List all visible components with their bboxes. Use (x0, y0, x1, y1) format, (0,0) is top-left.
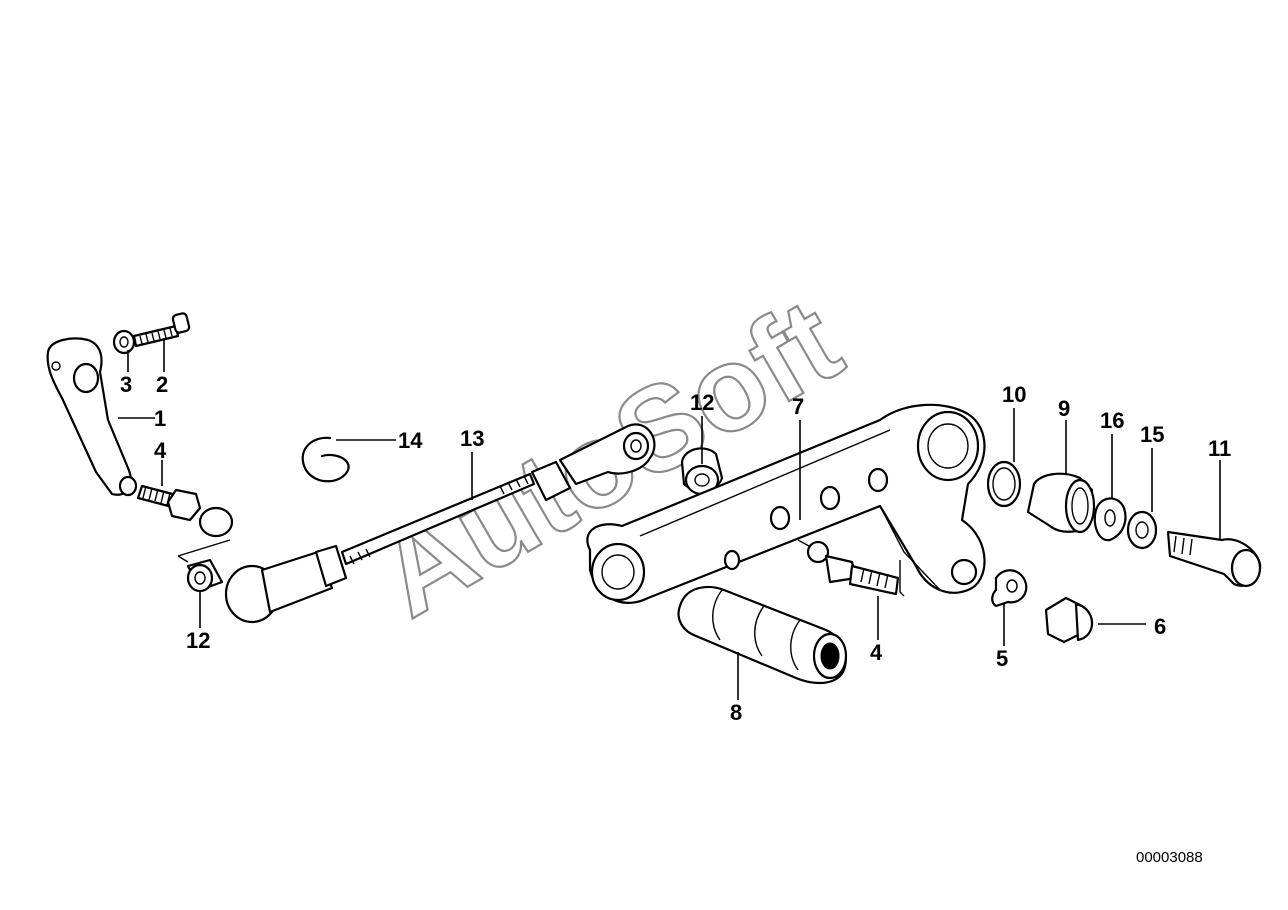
callout-4-left: 4 (154, 438, 167, 463)
part-1-shift-lever (46, 337, 138, 497)
part-11-cap-screw (1166, 530, 1262, 588)
part-8-footrest-rubber (677, 586, 848, 685)
callout-5: 5 (996, 646, 1008, 671)
callout-4-center: 4 (870, 640, 883, 665)
leader-lines (118, 338, 1221, 700)
callout-1: 1 (154, 406, 166, 431)
callout-11: 11 (1208, 436, 1231, 461)
part-6-cap-nut (1044, 596, 1094, 644)
callout-6: 6 (1154, 614, 1166, 639)
callout-16: 16 (1100, 408, 1124, 433)
callout-12-top: 12 (690, 390, 714, 415)
callout-13: 13 (460, 426, 484, 451)
part-2-screw (132, 312, 191, 348)
callout-2: 2 (156, 372, 168, 397)
callout-9: 9 (1058, 396, 1070, 421)
part-3-washer (112, 329, 136, 355)
part-4-ball-stud-left (136, 484, 234, 538)
part-16-special-washer (1093, 497, 1127, 542)
part-13-shift-rod (224, 423, 656, 624)
callout-14: 14 (398, 428, 423, 453)
callout-labels: 1 2 3 4 12 14 13 12 7 4 8 5 6 10 9 16 15… (120, 372, 1231, 725)
part-15-washer (1126, 510, 1158, 550)
part-10-o-ring (986, 460, 1022, 508)
part-4-ball-stud-center (797, 539, 900, 596)
callout-15: 15 (1140, 422, 1164, 447)
callout-3: 3 (120, 372, 132, 397)
part-5-tab-washer (991, 569, 1028, 608)
part-14-circlip (301, 436, 350, 483)
document-number: 00003088 (1136, 849, 1203, 866)
callout-8: 8 (730, 700, 742, 725)
part-7-footrest-bracket (586, 403, 986, 604)
callout-7: 7 (792, 394, 804, 419)
part-9-needle-bearing (1026, 472, 1096, 534)
part-12-bushing-top (680, 447, 724, 496)
part-12-bushing-left (177, 539, 231, 593)
callout-12-left: 12 (186, 628, 210, 653)
callout-10: 10 (1002, 382, 1026, 407)
